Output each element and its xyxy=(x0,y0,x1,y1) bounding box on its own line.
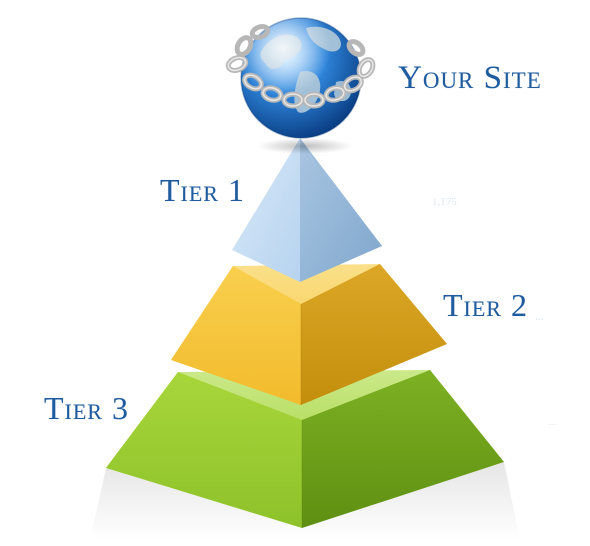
tier1-label: Tier 1 xyxy=(160,172,245,208)
tier2-label: Tier 2 xyxy=(443,287,528,323)
chained-globe-icon xyxy=(225,17,376,154)
floor-shadow xyxy=(90,462,520,540)
tier3-left-face xyxy=(106,372,302,528)
tier1-left-face xyxy=(232,138,300,282)
svg-text:...: ... xyxy=(548,416,557,428)
tier2-left-face xyxy=(171,266,301,405)
tier3-label: Tier 3 xyxy=(44,390,129,426)
tier2-block xyxy=(171,264,447,405)
svg-text:...: ... xyxy=(535,311,544,323)
svg-text:1,175: 1,175 xyxy=(432,196,457,208)
tier2-right-face xyxy=(301,264,447,405)
tier3-block xyxy=(106,370,504,528)
tier1-block xyxy=(232,138,382,282)
your-site-label: Your Site xyxy=(398,60,542,96)
background-watermark: 1,175 ... ... xyxy=(432,196,557,428)
tier3-right-face xyxy=(302,370,504,528)
tier1-right-face xyxy=(300,138,382,282)
